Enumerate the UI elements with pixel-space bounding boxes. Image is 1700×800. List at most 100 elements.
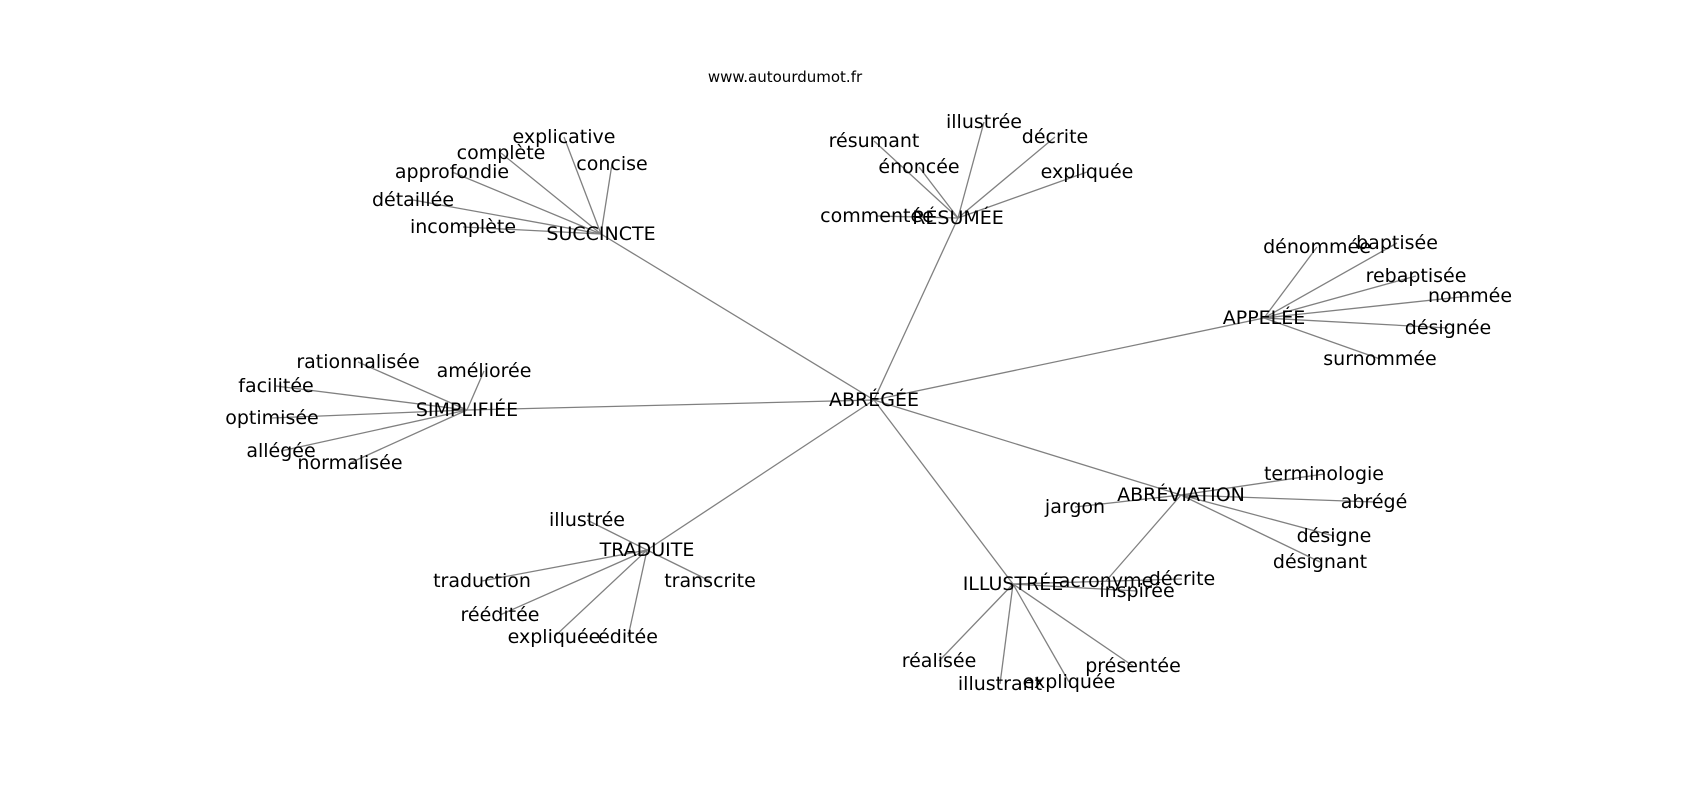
leaf-node: réalisée (902, 650, 977, 672)
edge-center-succincte (600, 233, 875, 401)
leaf-node: expliquée (508, 626, 601, 648)
leaf-node: désignée (1405, 317, 1491, 339)
edge-appelee-3 (1263, 295, 1471, 319)
leaf-node: complète (457, 142, 546, 164)
leaf-node: optimisée (225, 407, 318, 429)
leaf-node: améliorée (437, 360, 532, 382)
leaf-node: décrite (1149, 568, 1215, 590)
leaf-node: acronyme (1059, 570, 1154, 592)
edge-abreviation-3 (1180, 494, 1335, 537)
edge-illustree-2 (938, 583, 1014, 662)
edge-traduite-0 (586, 519, 648, 551)
leaf-node: terminologie (1264, 463, 1384, 485)
hub-node-illustree: ILLUSTRÉE (963, 572, 1064, 595)
leaf-node: dénommée (1263, 236, 1371, 258)
edge-illustree-0 (1012, 578, 1183, 585)
hub-node-appelee: APPELÉE (1223, 306, 1306, 329)
leaf-node: expliquée (1041, 161, 1134, 183)
leaf-node: allégée (246, 440, 315, 462)
edge-succincte-2 (451, 171, 602, 235)
leaf-node: approfondie (395, 161, 509, 183)
edge-resumee-4 (957, 171, 1088, 219)
edge-illustree-1 (1012, 583, 1138, 592)
edge-appelee-4 (1263, 317, 1449, 329)
leaf-node: incomplète (410, 216, 516, 238)
edge-traduite-4 (553, 549, 648, 638)
leaf-node: transcrite (664, 570, 756, 592)
leaf-node: baptisée (1356, 232, 1438, 254)
graph-edges (271, 121, 1471, 685)
leaf-node: désigne (1297, 525, 1372, 547)
edge-center-illustree (873, 399, 1014, 585)
edge-resumee-0 (873, 140, 959, 219)
leaf-node: nommée (1428, 285, 1512, 307)
leaf-node: abrégé (1341, 491, 1408, 513)
site-url: www.autourdumot.fr (708, 68, 863, 86)
edge-traduite-2 (646, 549, 711, 582)
leaf-node: inspirée (1099, 580, 1174, 602)
edge-abreviation-5 (1105, 494, 1182, 582)
leaf-node: rebaptisée (1366, 265, 1467, 287)
edge-center-appelee (873, 317, 1265, 401)
edge-simplifiee-3 (271, 409, 468, 419)
edge-abreviation-4 (1180, 494, 1321, 563)
leaf-node: détaillée (372, 189, 454, 211)
edge-abreviation-0 (1180, 473, 1325, 496)
leaf-node: présentée (1085, 655, 1181, 677)
edge-resumee-1 (957, 121, 985, 219)
hub-node-traduite: TRADUITE (599, 539, 695, 561)
leaf-node: normalisée (297, 452, 402, 474)
edge-center-resumee (873, 217, 959, 401)
edge-center-simplifiee (466, 399, 875, 411)
edge-simplifiee-2 (275, 385, 468, 411)
edge-appelee-5 (1263, 317, 1381, 360)
edge-resumee-5 (876, 215, 959, 219)
edge-appelee-1 (1263, 242, 1398, 319)
leaf-node: commentée (820, 205, 934, 227)
leaf-node: explicative (513, 126, 616, 148)
edge-center-abreviation (873, 399, 1182, 496)
edge-appelee-0 (1263, 246, 1318, 319)
graph-labels: ABRÉGÉESUCCINCTEexplicativecomplèteappro… (225, 111, 1512, 695)
leaf-node: expliquée (1023, 671, 1116, 693)
edge-illustree-4 (999, 583, 1014, 685)
edge-simplifiee-5 (349, 409, 468, 464)
edge-succincte-0 (563, 136, 602, 235)
leaf-node: désignant (1273, 551, 1367, 573)
leaf-node: jargon (1044, 496, 1105, 518)
hub-node-simplifiee: SIMPLIFIÉE (416, 398, 518, 421)
leaf-node: décrite (1022, 126, 1088, 148)
edge-abreviation-1 (1074, 494, 1182, 508)
leaf-node: éditée (598, 626, 658, 648)
leaf-node: illustrant (958, 673, 1042, 695)
edge-appelee-2 (1263, 275, 1417, 319)
leaf-node: résumant (829, 130, 920, 152)
leaf-node: concise (576, 153, 647, 175)
hub-node-resumee: RÉSUMÉE (912, 206, 1004, 229)
hub-node-succincte: SUCCINCTE (546, 223, 655, 245)
edge-succincte-4 (412, 199, 602, 235)
leaf-node: illustrée (946, 111, 1022, 133)
edge-illustree-3 (1012, 583, 1134, 667)
hub-node-abreviation: ABRÉVIATION (1117, 483, 1245, 506)
edge-simplifiee-0 (357, 361, 468, 411)
leaf-node: rééditée (461, 604, 540, 626)
edge-succincte-3 (600, 163, 613, 235)
edge-simplifiee-1 (466, 370, 485, 411)
edge-resumee-3 (918, 166, 959, 219)
edge-illustree-5 (1012, 583, 1070, 683)
leaf-node: énoncée (878, 156, 959, 178)
leaf-node: traduction (433, 570, 531, 592)
leaf-node: surnommée (1323, 348, 1436, 370)
leaf-node: rationnalisée (296, 351, 419, 373)
leaf-node: illustrée (549, 509, 625, 531)
edge-traduite-3 (499, 549, 648, 616)
edge-abreviation-2 (1180, 494, 1375, 503)
edge-traduite-5 (627, 549, 648, 638)
edge-succincte-1 (500, 152, 602, 235)
edge-simplifiee-4 (280, 409, 468, 452)
edge-center-traduite (646, 399, 875, 551)
leaf-node: facilitée (238, 375, 313, 397)
edge-resumee-2 (957, 136, 1056, 219)
